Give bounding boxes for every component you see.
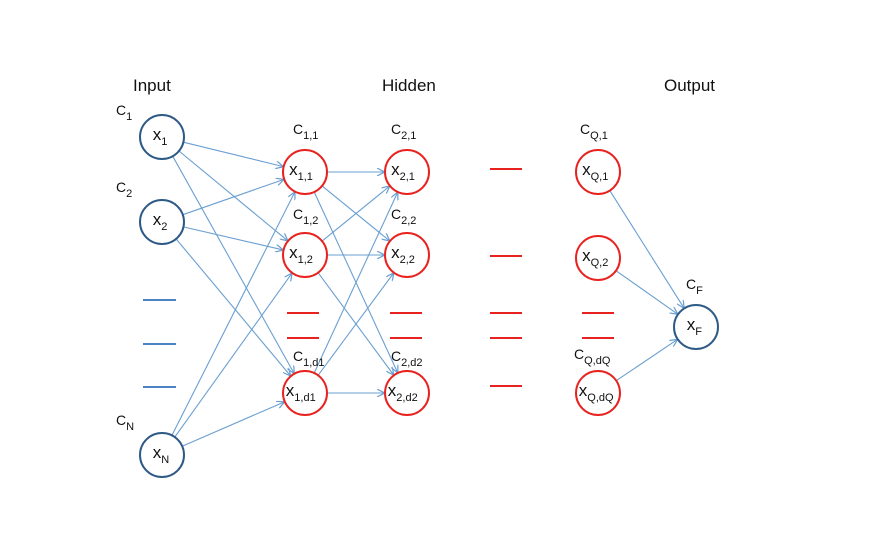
output-header: Output [664,76,715,95]
edge-in2-to-h12 [183,226,282,250]
edge-in2-to-h1d [175,238,290,376]
node-label: x2,1 [391,160,415,183]
edge-h1d-to-h22 [317,274,393,376]
edge-in1-to-h1d [172,155,294,373]
edge-h1d-to-h21 [313,193,397,374]
node-circle [384,232,430,278]
edge-inN-to-h11 [171,193,295,436]
node-label: xN [153,443,170,466]
input-ellipsis [143,299,176,388]
input-header: Input [133,76,171,95]
node-circle [384,370,430,416]
node-circle [139,432,185,478]
node-circle [575,149,621,195]
nodes-layer: x1 C1 x2 C2 xN CN x1,1 C1,1 x1,2 C1,2 x1,d1 C1,d1 x2… [116,102,719,478]
node-circle [384,149,430,195]
node-caption: CF [686,276,703,297]
edge-hQ2-to-out [615,270,677,314]
node-out: xF CF [673,276,719,350]
node-label: x2,d2 [388,381,418,404]
node-label: xQ,2 [582,246,608,269]
edge-in2-to-h11 [182,180,283,216]
node-circle [282,149,328,195]
node-caption: CN [116,412,134,433]
edge-hQd-to-out [615,340,677,382]
node-label: xF [687,315,703,338]
edge-hQ1-to-out [609,190,684,308]
node-hQ2: xQ,2 [575,235,621,281]
node-label: xQ,dQ [579,381,614,404]
node-circle [139,114,185,160]
node-label: x2,2 [391,243,415,266]
node-label: xQ,1 [582,160,608,183]
node-circle [282,232,328,278]
node-hQ1: xQ,1 CQ,1 [575,121,621,195]
node-caption: C2,1 [391,121,416,142]
node-caption: C1 [116,102,132,123]
node-caption: C2 [116,179,132,200]
edges-layer [171,141,684,447]
node-h21: x2,1 C2,1 [384,121,430,195]
node-circle [282,370,328,416]
node-circle [575,370,621,416]
node-label: x1 [153,125,168,148]
edge-in1-to-h11 [183,141,282,166]
node-caption: C1,2 [293,206,318,227]
node-h11: x1,1 C1,1 [282,121,328,195]
node-in1: x1 C1 [116,102,185,160]
hidden-ellipsis [287,168,614,387]
node-inN: xN CN [116,412,185,478]
node-label: x2 [153,210,168,233]
node-circle [673,304,719,350]
node-hQd: xQ,dQ CQ,dQ [574,346,621,416]
node-circle [139,199,185,245]
node-caption: C1,d1 [293,348,325,369]
node-label: x1,d1 [286,381,316,404]
edge-in1-to-h12 [178,150,287,240]
edge-inN-to-h1d [181,402,284,447]
node-caption: C1,1 [293,121,318,142]
node-circle [575,235,621,281]
node-h12: x1,2 C1,2 [282,206,328,278]
node-caption: C2,d2 [391,348,423,369]
node-h2d: x2,d2 C2,d2 [384,348,430,416]
node-h1d: x1,d1 C1,d1 [282,348,328,416]
node-caption: CQ,dQ [574,346,611,367]
node-in2: x2 C2 [116,179,185,245]
node-h22: x2,2 C2,2 [384,206,430,278]
edge-inN-to-h12 [174,274,292,438]
node-label: x1,2 [289,243,313,266]
hidden-header: Hidden [382,76,436,95]
node-caption: CQ,1 [580,121,608,142]
node-label: x1,1 [289,160,313,183]
node-caption: C2,2 [391,206,416,227]
edge-h12-to-h21 [321,187,389,242]
